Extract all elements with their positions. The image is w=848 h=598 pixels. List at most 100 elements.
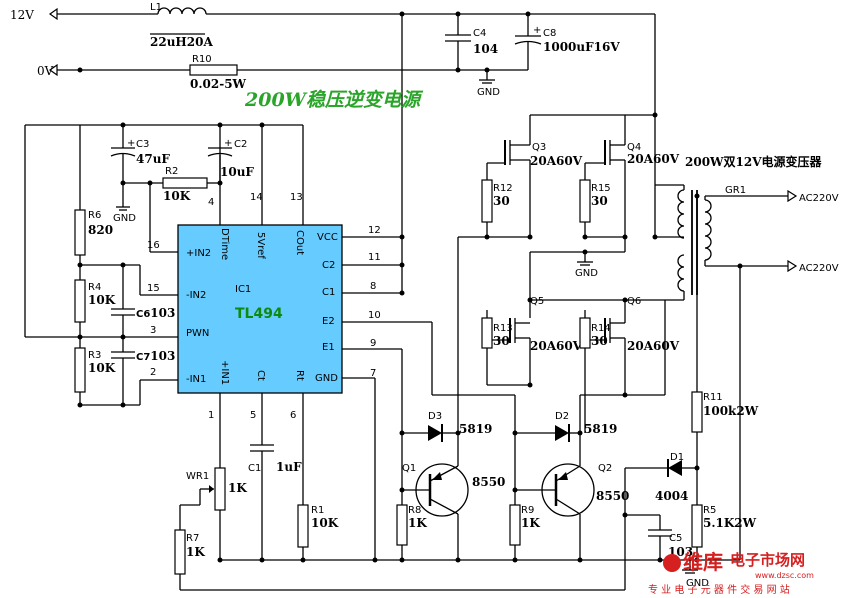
gnd-c3: GND: [113, 213, 136, 224]
c2-ref: C2: [234, 139, 247, 150]
d1-value: 4004: [655, 489, 688, 503]
r8-ref: R8: [408, 505, 421, 516]
d3-ref: D3: [428, 411, 442, 422]
r11-value: 100k2W: [703, 404, 759, 418]
q3-ref: Q3: [532, 142, 546, 153]
r15-ref: R15: [591, 183, 611, 194]
watermark-url: www.dzsc.com: [755, 571, 814, 580]
r3-value: 10K: [88, 361, 116, 375]
r15-value: 30: [591, 194, 608, 208]
svg-text:C1: C1: [322, 287, 335, 298]
r7-resistor: [174, 529, 186, 575]
r14-resistor: [579, 317, 591, 349]
r7-ref: R7: [186, 533, 199, 544]
r4-resistor: [74, 279, 86, 323]
svg-text:12: 12: [368, 225, 381, 236]
l1-ref: L1: [150, 2, 162, 13]
q2-ref: Q2: [598, 463, 612, 474]
r12-resistor: [481, 179, 493, 223]
svg-text:8: 8: [370, 281, 376, 292]
svg-text:6: 6: [290, 410, 296, 421]
d1-ref: D1: [670, 452, 684, 463]
svg-text:16: 16: [147, 240, 160, 251]
r13-resistor: [481, 317, 493, 349]
r7-value: 1K: [186, 545, 205, 559]
r14-value: 30: [591, 334, 608, 348]
l1-value: 22uH20A: [150, 35, 213, 49]
svg-text:9: 9: [370, 338, 376, 349]
q1-ref: Q1: [402, 463, 416, 474]
watermark-name: 电子市场网: [730, 551, 805, 569]
d3-value: 5819: [459, 422, 492, 436]
r12-ref: R12: [493, 183, 513, 194]
q4-ref: Q4: [627, 142, 641, 153]
q6-value: 20A60V: [627, 339, 680, 353]
svg-text:1: 1: [208, 410, 214, 421]
gnd-top: GND: [477, 87, 500, 98]
svg-text:7: 7: [370, 368, 376, 379]
diagram-title: 200W稳压逆变电源: [244, 89, 424, 111]
r5-ref: R5: [703, 505, 716, 516]
r5-resistor: [691, 504, 703, 548]
c8-ref: C8: [543, 28, 556, 39]
c7-label: C7103: [136, 349, 175, 363]
r9-resistor: [509, 504, 521, 546]
r6-value: 820: [88, 223, 113, 237]
watermark-slogan: 专 业 电 子 元 器 件 交 易 网 站: [648, 583, 790, 596]
r1-resistor: [297, 504, 309, 548]
svg-text:Rt: Rt: [294, 370, 305, 381]
r3-ref: R3: [88, 350, 101, 361]
svg-text:-IN1: -IN1: [186, 374, 206, 385]
svg-text:PWN: PWN: [186, 328, 209, 339]
c1-value: 1uF: [276, 460, 302, 474]
r6-resistor: [74, 209, 86, 256]
svg-text:+: +: [533, 25, 541, 36]
r15-resistor: [579, 179, 591, 223]
r14-ref: R14: [591, 323, 611, 334]
ic-bottom-pins: +IN1 Ct Rt 1 5 6: [208, 360, 305, 421]
d2-value: 5819: [584, 422, 617, 436]
c5-ref: C5: [669, 533, 682, 544]
q1-value: 8550: [472, 475, 505, 489]
r9-ref: R9: [521, 505, 534, 516]
r12-value: 30: [493, 194, 510, 208]
watermark-brand: 维库: [683, 550, 723, 574]
r8-value: 1K: [408, 516, 427, 530]
q5-ref: Q5: [530, 296, 544, 307]
c4-ref: C4: [473, 28, 486, 39]
r11-ref: R11: [703, 392, 723, 403]
c3-ref: C3: [136, 139, 149, 150]
svg-text:E1: E1: [322, 342, 335, 353]
svg-text:15: 15: [147, 283, 160, 294]
svg-text:+IN2: +IN2: [186, 248, 211, 259]
q6-ref: Q6: [627, 296, 641, 307]
r10-value: 0.02-5W: [190, 77, 247, 91]
q5-value: 20A60V: [530, 339, 583, 353]
r13-ref: R13: [493, 323, 513, 334]
r13-value: 30: [493, 334, 510, 348]
c3-value: 47uF: [136, 152, 170, 166]
r3-resistor: [74, 347, 86, 393]
r4-ref: R4: [88, 282, 101, 293]
r10-ref: R10: [192, 54, 212, 65]
ic-left-pins: +IN2 -IN2 PWN -IN1 16 15 3 2: [147, 240, 211, 385]
r8-resistor: [396, 504, 408, 546]
svg-text:5Vref: 5Vref: [255, 232, 266, 259]
svg-text:Ct: Ct: [255, 370, 266, 381]
svg-text:COut: COut: [294, 230, 305, 255]
rail-12v: 12V: [10, 7, 656, 237]
gr1-ref: GR1: [725, 185, 746, 196]
svg-text:+: +: [127, 138, 135, 149]
svg-text:GND: GND: [315, 373, 338, 384]
wr1-pot: [214, 467, 226, 511]
svg-text:14: 14: [250, 192, 263, 203]
wr1-ref: WR1: [186, 471, 209, 482]
r5-value: 5.1K2W: [703, 516, 757, 530]
r2-resistor: [162, 177, 208, 189]
c1-ref: C1: [248, 463, 261, 474]
wr1-value: 1K: [228, 481, 247, 495]
q4-value: 20A60V: [627, 152, 680, 166]
watermark-icon: [663, 554, 681, 572]
ic-part: TL494: [235, 306, 283, 322]
